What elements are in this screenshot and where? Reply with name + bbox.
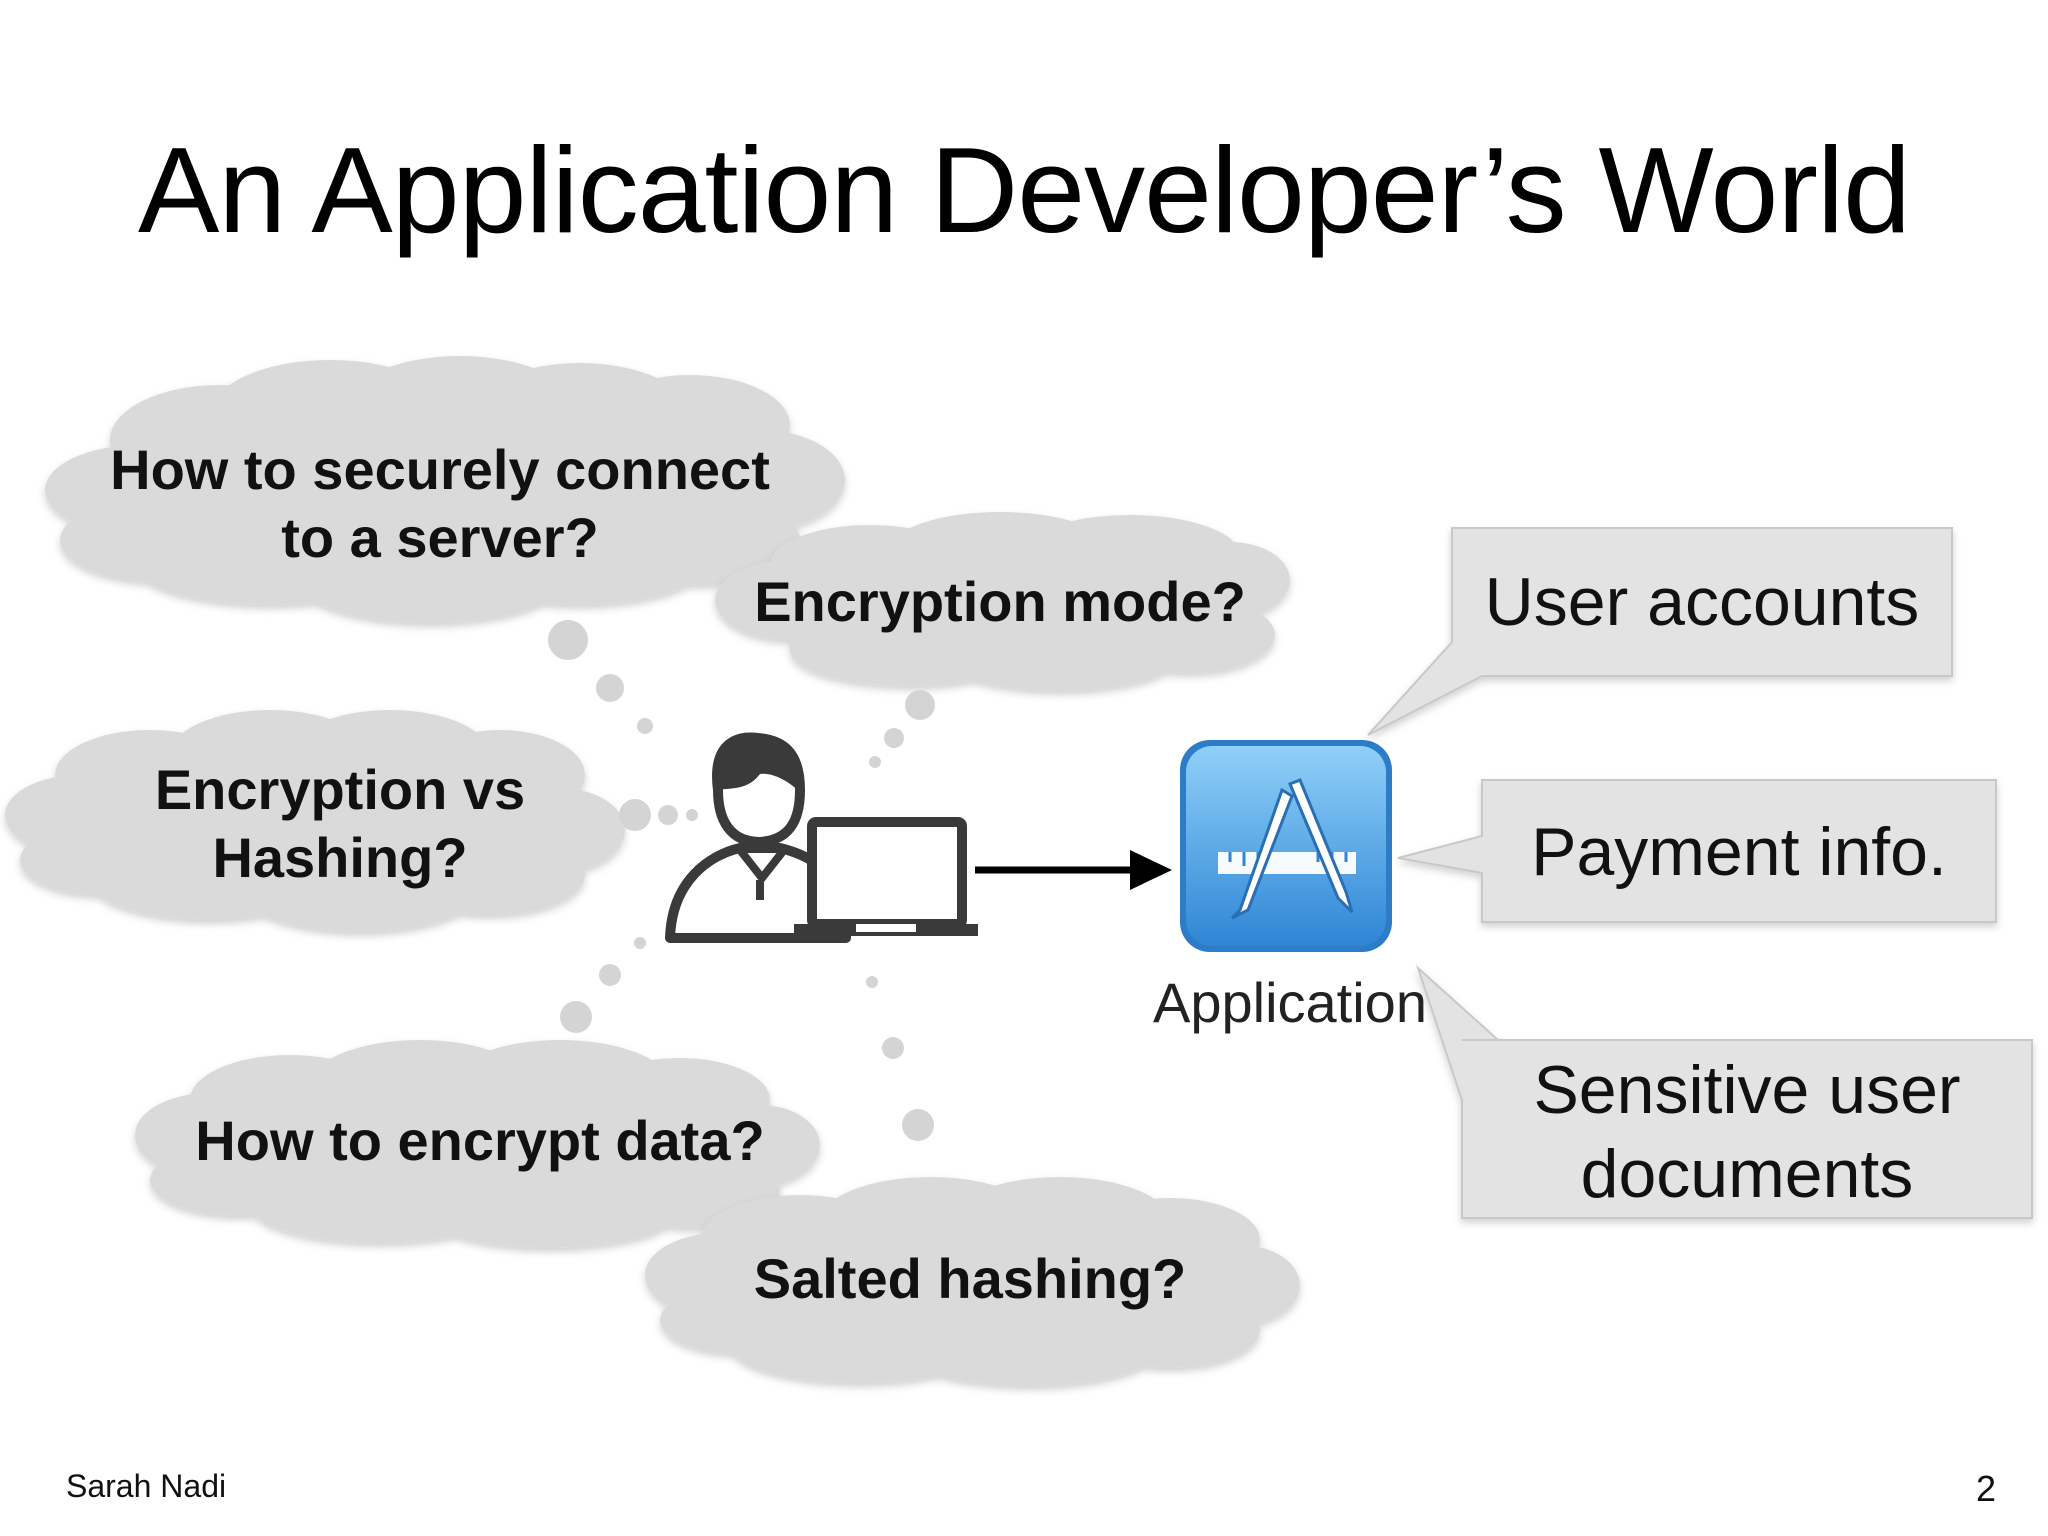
thought-line: Encryption mode? bbox=[754, 570, 1246, 633]
callout-payment-info bbox=[1397, 779, 1997, 923]
callout-sensitive-documents bbox=[1415, 964, 2033, 1219]
thought-encrypt-data: How to encrypt data? bbox=[170, 1107, 790, 1175]
thought-line: How to securely connect bbox=[110, 438, 770, 501]
thought-dot bbox=[882, 1037, 904, 1059]
thought-cloud-encryption-vs-hashing bbox=[5, 710, 625, 932]
thought-securely-connect: How to securely connect to a server? bbox=[100, 436, 780, 572]
callout-line: Sensitive user bbox=[1533, 1052, 1961, 1128]
callout-sensitive-documents-text: Sensitive user documents bbox=[1462, 1048, 2032, 1216]
thought-cloud-salted-hashing bbox=[645, 1177, 1300, 1386]
application-label: Application bbox=[1153, 971, 1427, 1034]
thought-cloud-encryption-mode bbox=[715, 512, 1290, 691]
thought-dot bbox=[560, 1001, 592, 1033]
thought-dot bbox=[548, 620, 588, 660]
thought-salted-hashing: Salted hashing? bbox=[690, 1245, 1250, 1313]
thought-dot bbox=[869, 756, 881, 768]
thought-line: Salted hashing? bbox=[753, 1247, 1187, 1310]
thought-dot bbox=[599, 964, 621, 986]
thought-dot bbox=[686, 809, 698, 821]
page-number: 2 bbox=[1975, 1468, 1996, 1509]
thought-dot bbox=[884, 728, 904, 748]
thought-dot bbox=[637, 718, 653, 734]
slide-title: An Application Developer’s World bbox=[138, 122, 1911, 258]
thought-line: How to encrypt data? bbox=[195, 1109, 765, 1172]
thought-dot bbox=[619, 799, 651, 831]
thought-dot bbox=[902, 1109, 934, 1141]
thought-line: Hashing? bbox=[212, 826, 468, 889]
arrow-developer-to-application bbox=[975, 850, 1172, 890]
callout-user-accounts-text: User accounts bbox=[1452, 560, 1952, 644]
thought-line: to a server? bbox=[281, 506, 599, 569]
thought-dot bbox=[596, 674, 624, 702]
callout-payment-info-text: Payment info. bbox=[1482, 810, 1996, 894]
app-store-icon bbox=[1180, 740, 1392, 952]
footer-author: Sarah Nadi bbox=[66, 1468, 227, 1504]
thought-line: Encryption vs bbox=[154, 758, 526, 821]
callout-user-accounts bbox=[1367, 527, 1953, 736]
thought-dot bbox=[905, 690, 935, 720]
thought-encryption-mode: Encryption mode? bbox=[740, 568, 1260, 636]
thought-dot bbox=[866, 976, 878, 988]
thought-dot bbox=[634, 937, 646, 949]
callout-line: Payment info. bbox=[1531, 814, 1947, 890]
callout-line: documents bbox=[1580, 1136, 1914, 1212]
thought-bubble-dots bbox=[548, 620, 935, 1141]
thought-cloud-encrypt-data bbox=[135, 1040, 820, 1248]
thought-dot bbox=[658, 805, 678, 825]
thought-cloud-securely-connect bbox=[45, 356, 845, 623]
callout-line: User accounts bbox=[1484, 564, 1920, 640]
developer-with-laptop-icon bbox=[665, 732, 978, 943]
thought-encryption-vs-hashing: Encryption vs Hashing? bbox=[100, 756, 580, 892]
